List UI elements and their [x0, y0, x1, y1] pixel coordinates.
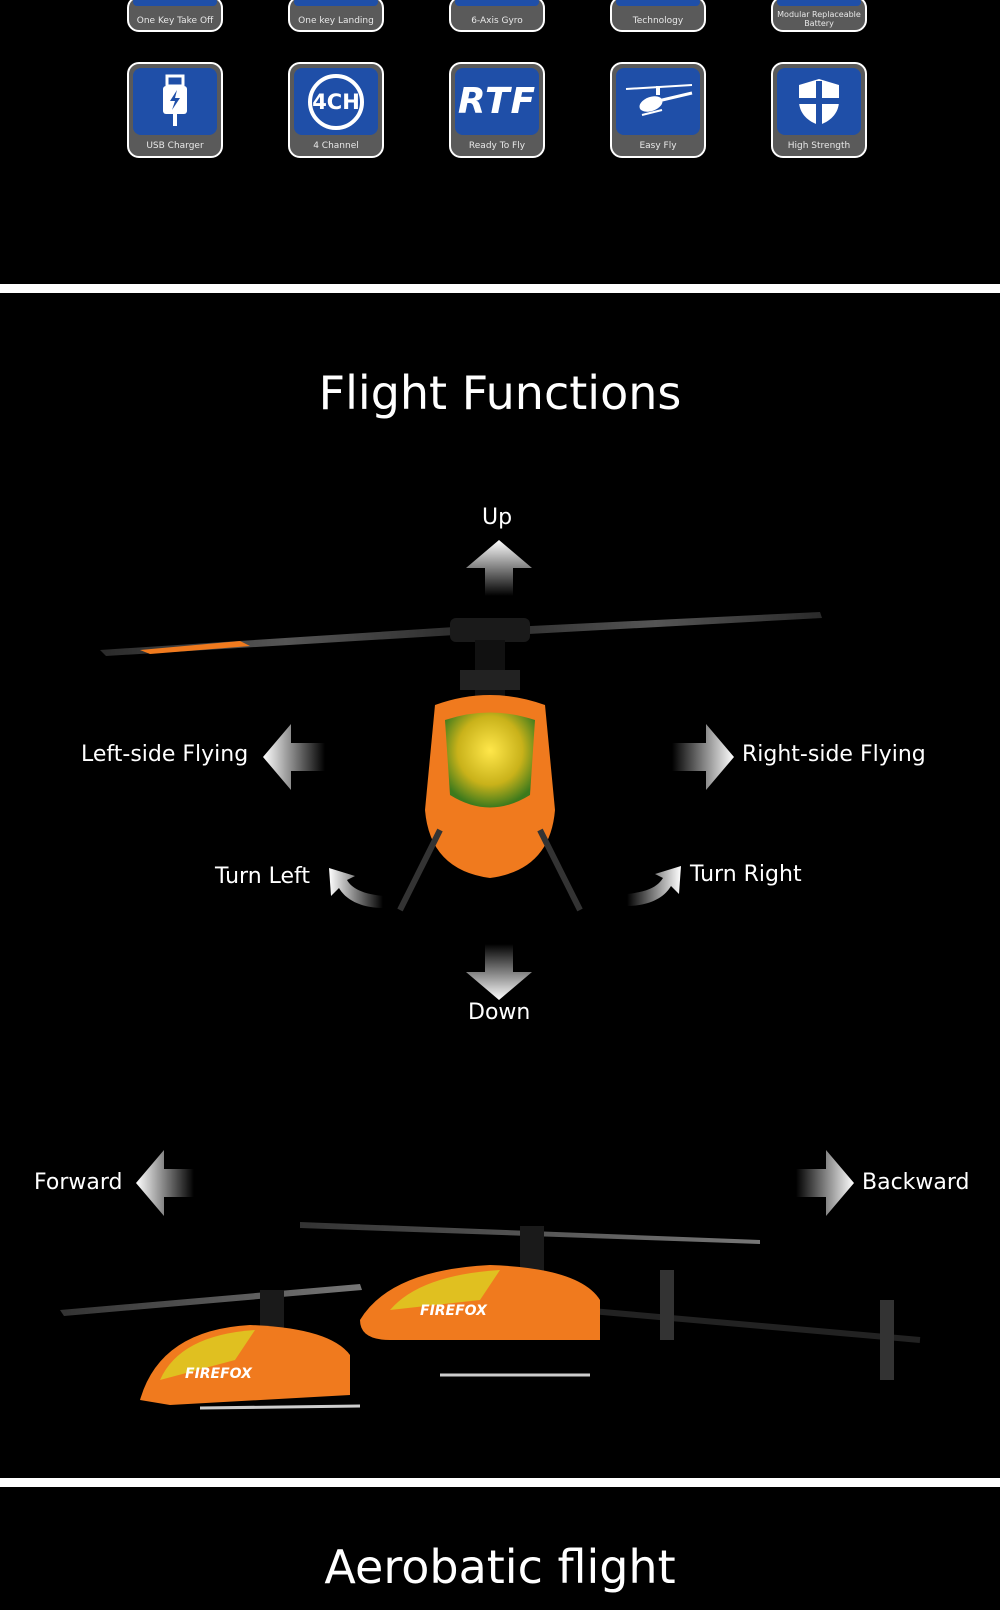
up-arrow-icon	[466, 540, 532, 596]
feature-battery: Modular Replaceable Battery	[771, 0, 871, 32]
rtf-text: RTF	[457, 81, 537, 123]
feature-landing: One key Landing	[288, 0, 388, 32]
feature-takeoff: One Key Take Off	[127, 0, 227, 32]
right-arrow-icon	[672, 724, 734, 790]
aerobatic-title: Aerobatic flight	[324, 1540, 676, 1594]
rtf-icon: RTF	[455, 68, 539, 136]
forward-arrow-icon	[136, 1150, 194, 1216]
feature-technology: Technology	[610, 0, 710, 32]
shield-icon	[777, 68, 861, 136]
helicopter-side-image: FIREFOX FIREFOX	[60, 1222, 921, 1410]
backward-label: Backward	[862, 1170, 970, 1195]
section-divider	[0, 284, 1000, 293]
feature-label: Easy Fly	[639, 141, 677, 151]
up-label: Up	[482, 505, 513, 530]
forward-label: Forward	[34, 1170, 123, 1195]
feature-label: Technology	[632, 16, 684, 26]
feature-label: One key Landing	[298, 16, 374, 26]
usb-icon	[133, 68, 217, 136]
left-side-label: Left-side Flying	[81, 742, 249, 767]
down-label: Down	[468, 1000, 531, 1025]
takeoff-icon	[133, 0, 217, 6]
right-side-label: Right-side Flying	[742, 742, 926, 767]
firefox-decal: FIREFOX	[185, 1366, 253, 1382]
feature-label: One Key Take Off	[136, 16, 214, 26]
feature-easy-fly: Easy Fly	[610, 62, 710, 158]
backward-arrow-icon	[796, 1150, 854, 1216]
turn-right-arrow-icon	[627, 866, 681, 906]
4ch-text: 4CH	[308, 73, 364, 130]
feature-gyro: 6-Axis Gyro	[449, 0, 549, 32]
feature-usb: USB Charger	[127, 62, 227, 158]
feature-label: USB Charger	[146, 141, 204, 151]
helicopter-icon	[616, 68, 700, 136]
landing-icon	[294, 0, 378, 6]
feature-label: 6-Axis Gyro	[471, 16, 523, 26]
turn-left-arrow-icon	[329, 868, 383, 908]
feature-label: Modular Replaceable Battery	[777, 10, 861, 28]
battery-icon	[777, 0, 861, 6]
helicopter-front-image	[100, 612, 822, 912]
feature-4ch: 4CH 4 Channel	[288, 62, 388, 158]
left-arrow-icon	[263, 724, 325, 790]
feature-high-strength: High Strength	[771, 62, 871, 158]
firefox-decal: FIREFOX	[420, 1303, 488, 1319]
feature-rtf: RTF Ready To Fly	[449, 62, 549, 158]
flight-functions-title: Flight Functions	[318, 366, 682, 420]
feature-label: Ready To Fly	[468, 141, 526, 151]
feature-label: 4 Channel	[313, 141, 359, 151]
4ch-icon: 4CH	[294, 68, 378, 136]
gyro-icon	[455, 0, 539, 6]
feature-label: High Strength	[787, 141, 851, 151]
down-arrow-icon	[466, 944, 532, 1000]
turn-right-label: Turn Right	[690, 862, 802, 887]
technology-icon	[616, 0, 700, 6]
section-divider	[0, 1478, 1000, 1487]
turn-left-label: Turn Left	[215, 864, 311, 889]
